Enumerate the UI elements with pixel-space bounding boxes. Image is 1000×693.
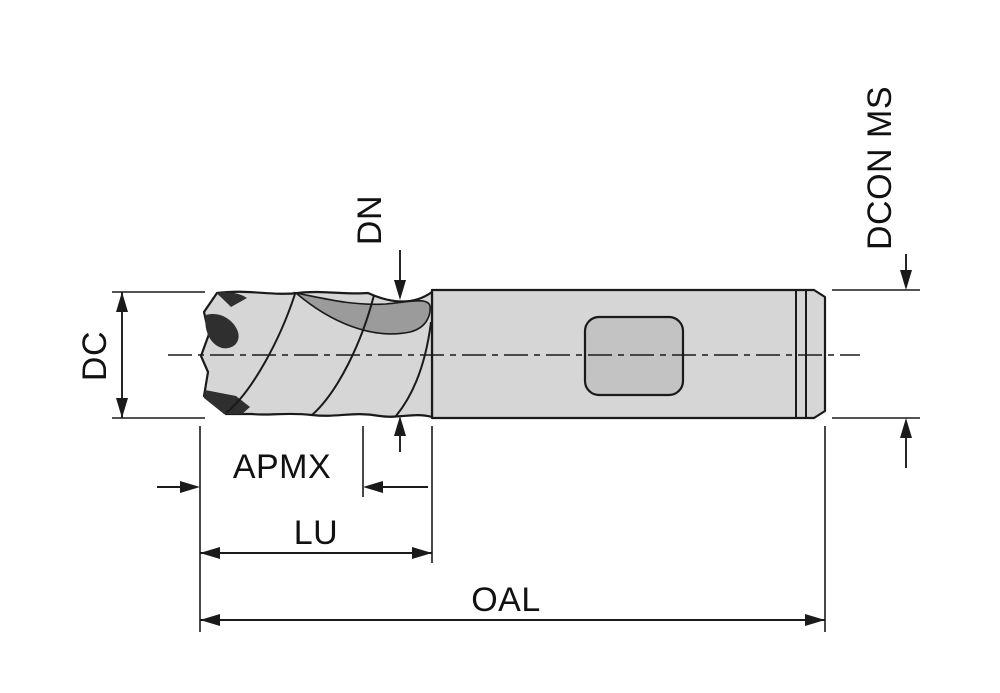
oal-label: OAL (471, 581, 541, 619)
apmx-arrow-right-icon (180, 481, 200, 493)
dc-label: DC (76, 331, 114, 381)
helix-line-2 (311, 294, 375, 416)
dcon-arrow-down-icon (900, 270, 912, 290)
dimension-apmx: APMX (157, 448, 428, 493)
dc-arrow-down-icon (116, 398, 128, 418)
weldon-flat (583, 315, 685, 397)
dn-arrow-up-icon (394, 416, 406, 436)
end-face-dark-tip (216, 292, 247, 307)
helix-line-1 (225, 293, 296, 414)
dimension-dcon: DCON MS (832, 86, 920, 468)
lu-arrow-left-icon (200, 547, 220, 559)
dcon-label: DCON MS (861, 86, 899, 250)
dimension-dc: DC (76, 291, 205, 419)
dcon-arrow-up-icon (900, 418, 912, 438)
oal-arrow-left-icon (200, 614, 220, 626)
helix-line-3 (395, 321, 432, 417)
apmx-label: APMX (233, 448, 331, 486)
dn-label: DN (351, 195, 389, 245)
end-face-dark-upper (205, 314, 239, 349)
end-face-dark-lower (204, 390, 250, 414)
dimension-oal: OAL (200, 581, 825, 626)
flute-face-shading (293, 291, 431, 335)
dc-arrow-up-icon (116, 292, 128, 312)
dimension-lu: LU (200, 514, 432, 559)
tool-shank (430, 288, 827, 420)
lu-arrow-right-icon (412, 547, 432, 559)
oal-arrow-right-icon (805, 614, 825, 626)
dn-arrow-down-icon (394, 280, 406, 300)
lu-label: LU (294, 514, 338, 552)
apmx-arrow-left-icon (363, 481, 383, 493)
dimension-dn: DN (351, 195, 406, 452)
